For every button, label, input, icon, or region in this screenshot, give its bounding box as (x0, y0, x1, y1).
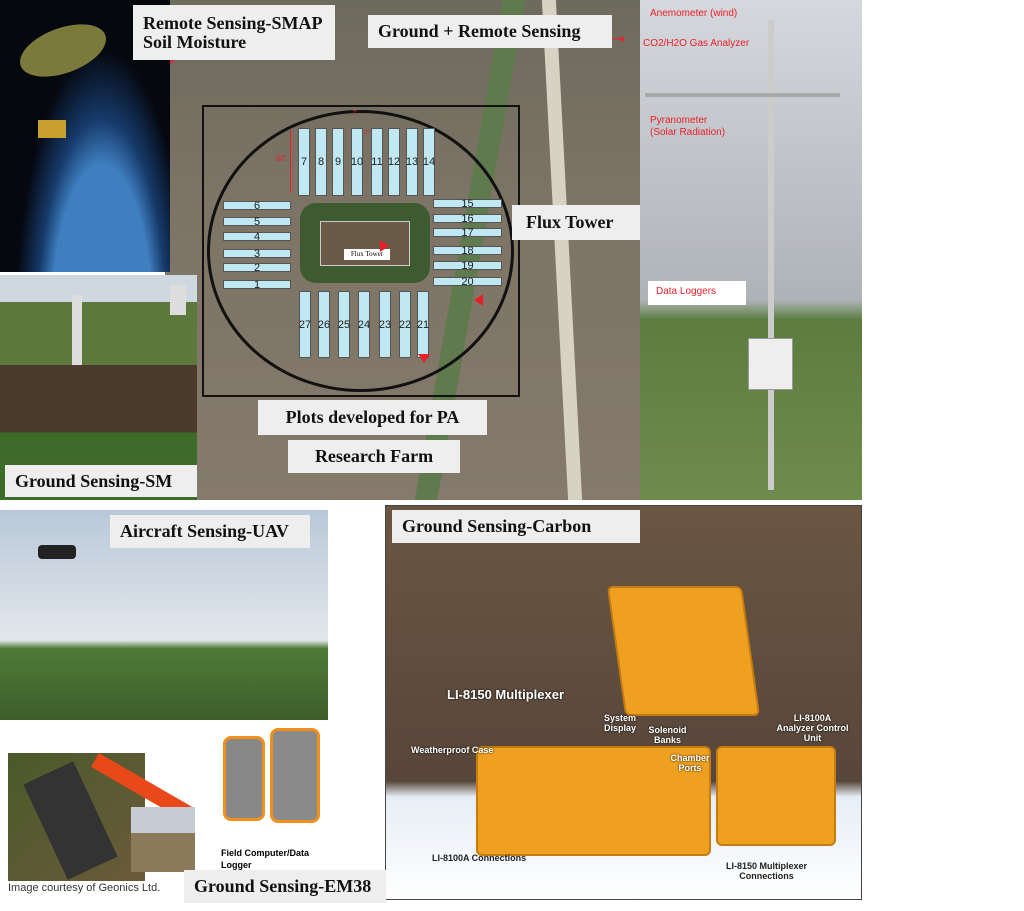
plot-21: 21 (417, 291, 429, 358)
label-ground-sm: Ground Sensing-SM (5, 465, 197, 497)
annotation-multiplexer: LI-8150 Multiplexer (447, 687, 565, 702)
plot-19: 19 (433, 260, 502, 272)
plot-3: 3 (223, 248, 291, 260)
field-computer-device (270, 728, 320, 823)
annotation-chamber-ports: Chamber Ports (670, 753, 710, 773)
annotation-gas-analyzer: CO2/H2O Gas Analyzer (643, 38, 750, 49)
plot-10: 10 (351, 128, 363, 196)
dim-length: 60' (276, 154, 287, 163)
label-uav: Aircraft Sensing-UAV (110, 515, 310, 548)
dim-width: 7' (352, 110, 358, 117)
plot-13: 13 (406, 128, 418, 196)
plot-14: 14 (423, 128, 435, 196)
red-arrow-icon (380, 240, 389, 252)
plot-ring (207, 110, 514, 392)
plot-16: 16 (433, 213, 502, 225)
annotation-analyzer: LI-8100A Analyzer Control Unit (776, 713, 849, 743)
image-credit: Image courtesy of Geonics Ltd. (8, 882, 161, 894)
plot-1: 1 (223, 279, 291, 291)
red-arrow-icon (418, 354, 430, 363)
label-ground-remote: Ground + Remote Sensing (368, 15, 612, 48)
satellite-antenna (13, 13, 113, 88)
plot-27: 27 (299, 291, 311, 358)
pyranometer-line1: Pyranometer (650, 115, 708, 126)
carbon-chamber-photo (385, 505, 862, 900)
plot-4: 4 (223, 231, 291, 243)
label-flux-tower: Flux Tower (512, 205, 640, 240)
sensor-post (72, 295, 82, 365)
plot-25: 25 (338, 291, 350, 358)
field-computer-device (223, 736, 265, 821)
plot-20: 20 (433, 276, 502, 288)
annotation-solenoid-banks: Solenoid Banks (648, 725, 687, 745)
tower-boom (645, 93, 840, 97)
annotation-system-display: System Display (603, 713, 637, 733)
drone (38, 545, 76, 559)
label-em38: Ground Sensing-EM38 (184, 870, 386, 903)
label-research-farm: Research Farm (288, 440, 460, 473)
annotation-pyranometer: Pyranometer (Solar Radiation) (650, 115, 725, 138)
pyranometer-line2: (Solar Radiation) (650, 126, 726, 138)
annotation-weatherproof-case: Weatherproof Case (411, 745, 494, 755)
plot-17: 17 (433, 227, 502, 239)
satellite-body (38, 120, 66, 138)
analyzer-case (716, 746, 836, 846)
plot-8: 8 (315, 128, 327, 196)
plot-2: 2 (223, 262, 291, 274)
field-computer-label: Field Computer/Data Logger (221, 848, 310, 870)
tower-mast (768, 20, 774, 490)
sensor-post (170, 285, 186, 315)
plot-22: 22 (399, 291, 411, 358)
soil-moisture-sensor-photo (0, 275, 197, 500)
plot-6: 6 (223, 200, 291, 212)
multiplexer-lid (606, 586, 761, 716)
plot-7: 7 (298, 128, 310, 196)
em38-operator-photo (131, 807, 195, 872)
plot-12: 12 (388, 128, 400, 196)
label-carbon: Ground Sensing-Carbon (392, 510, 640, 543)
flux-tower-photo (640, 0, 862, 500)
flux-tower-site (320, 221, 410, 266)
annotation-li8100a-connections: LI-8100A Connections (432, 853, 527, 863)
em38-console (23, 761, 118, 880)
plot-5: 5 (223, 216, 291, 228)
plot-15: 15 (433, 198, 502, 210)
arrow-to-tower: → (612, 29, 626, 48)
label-smap: Remote Sensing-SMAP Soil Moisture (133, 5, 335, 60)
data-logger-box (748, 338, 793, 390)
flux-tower-marker: Flux Tower (344, 249, 390, 260)
annotation-anemometer: Anemometer (wind) (650, 8, 738, 19)
annotation-data-loggers: Data Loggers (648, 281, 746, 305)
plot-26: 26 (318, 291, 330, 358)
label-plots: Plots developed for PA (258, 400, 487, 435)
dim-length-line (290, 130, 291, 193)
plot-18: 18 (433, 245, 502, 257)
red-arrow-icon (474, 294, 483, 306)
annotation-multiplexer-connections: LI-8150 Multiplexer Connections (725, 861, 808, 881)
dim-gap: 7' (364, 130, 370, 137)
plot-11: 11 (371, 128, 383, 196)
plot-map-frame (202, 105, 520, 397)
plot-24: 24 (358, 291, 370, 358)
plot-23: 23 (379, 291, 391, 358)
plot-9: 9 (332, 128, 344, 196)
multiplexer-case (476, 746, 711, 856)
